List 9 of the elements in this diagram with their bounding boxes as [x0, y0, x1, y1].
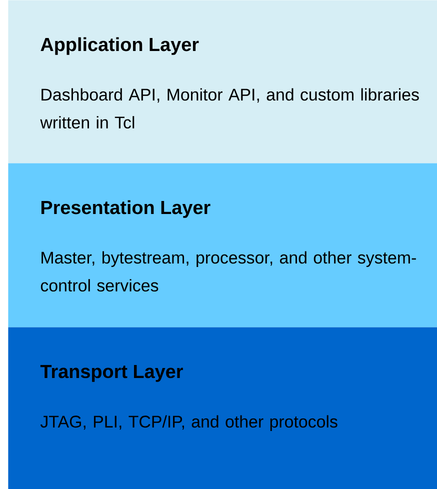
- layer-description: Master, bytestream, processor, and other system-control services: [40, 251, 416, 292]
- layer-band: [8, 163, 437, 328]
- layer-description: Dashboard API, Monitor API, and custom libraries written in Tcl: [40, 88, 419, 129]
- layer-heading: Presentation Layer: [41, 200, 210, 218]
- layer-heading: Application Layer: [40, 37, 199, 55]
- layer-heading: Transport Layer: [40, 364, 183, 382]
- layer-band: [8, 0, 437, 164]
- layer-band: [8, 327, 437, 489]
- layer-description: JTAG, PLI, TCP/IP, and other protocols: [40, 415, 338, 431]
